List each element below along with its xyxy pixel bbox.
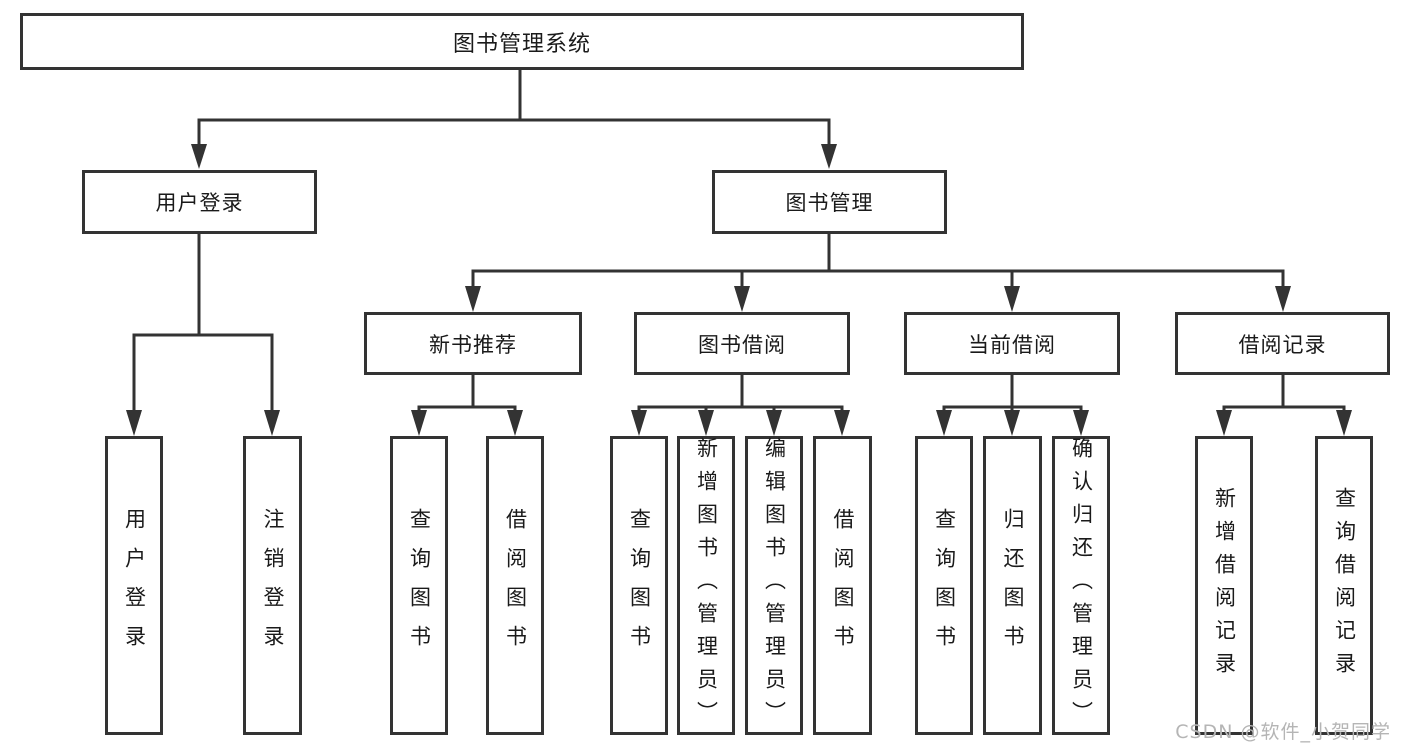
- node-label: 确认归还（管理员）: [1069, 437, 1094, 734]
- node-label: 图书借阅: [698, 332, 786, 357]
- node-label: 借阅图书: [503, 507, 528, 664]
- node-label: 借阅图书: [831, 507, 855, 664]
- node-label: 查询图书: [932, 507, 957, 664]
- node-book-management: 图书管理: [712, 170, 947, 234]
- node-label: 查询图书: [407, 507, 432, 664]
- node-new-book-recommendation: 新书推荐: [364, 312, 582, 375]
- node-label: 用户登录: [155, 191, 244, 215]
- node-label: 编辑图书（管理员）: [762, 437, 787, 734]
- node-query-books-borrowing: 查询图书: [610, 436, 668, 735]
- node-label: 查询图书: [627, 507, 652, 664]
- node-add-books-admin: 新增图书（管理员）: [677, 436, 735, 735]
- node-label: 用户登录: [122, 507, 147, 664]
- node-label: 当前借阅: [968, 332, 1056, 357]
- node-label: 图书管理系统: [452, 31, 591, 57]
- node-book-borrowing: 图书借阅: [634, 312, 850, 375]
- node-label: 查询借阅记录: [1332, 486, 1357, 685]
- node-label: 归还图书: [1001, 507, 1025, 664]
- node-add-borrow-record: 新增借阅记录: [1195, 436, 1253, 735]
- node-library-management-system: 图书管理系统: [20, 13, 1024, 70]
- node-borrowing-records: 借阅记录: [1175, 312, 1390, 375]
- node-borrow-books-leaf: 借阅图书: [813, 436, 872, 735]
- node-edit-books-admin: 编辑图书（管理员）: [745, 436, 803, 735]
- node-confirm-return-admin: 确认归还（管理员）: [1052, 436, 1110, 735]
- node-query-books-recommend: 查询图书: [390, 436, 448, 735]
- node-label: 新增借阅记录: [1212, 486, 1237, 685]
- node-label: 借阅记录: [1238, 332, 1327, 357]
- node-logout-leaf: 注销登录: [243, 436, 302, 735]
- node-query-borrow-record: 查询借阅记录: [1315, 436, 1373, 735]
- node-user-login: 用户登录: [82, 170, 317, 234]
- node-return-books: 归还图书: [983, 436, 1042, 735]
- node-label: 新增图书（管理员）: [694, 437, 719, 734]
- node-query-books-current: 查询图书: [915, 436, 973, 735]
- node-user-login-leaf: 用户登录: [105, 436, 163, 735]
- node-borrow-books-recommend: 借阅图书: [486, 436, 544, 735]
- node-label: 图书管理: [785, 191, 874, 215]
- node-label: 注销登录: [261, 507, 285, 664]
- node-current-borrowing: 当前借阅: [904, 312, 1120, 375]
- node-label: 新书推荐: [429, 332, 517, 357]
- watermark: CSDN @软件_小贺同学: [1175, 721, 1391, 743]
